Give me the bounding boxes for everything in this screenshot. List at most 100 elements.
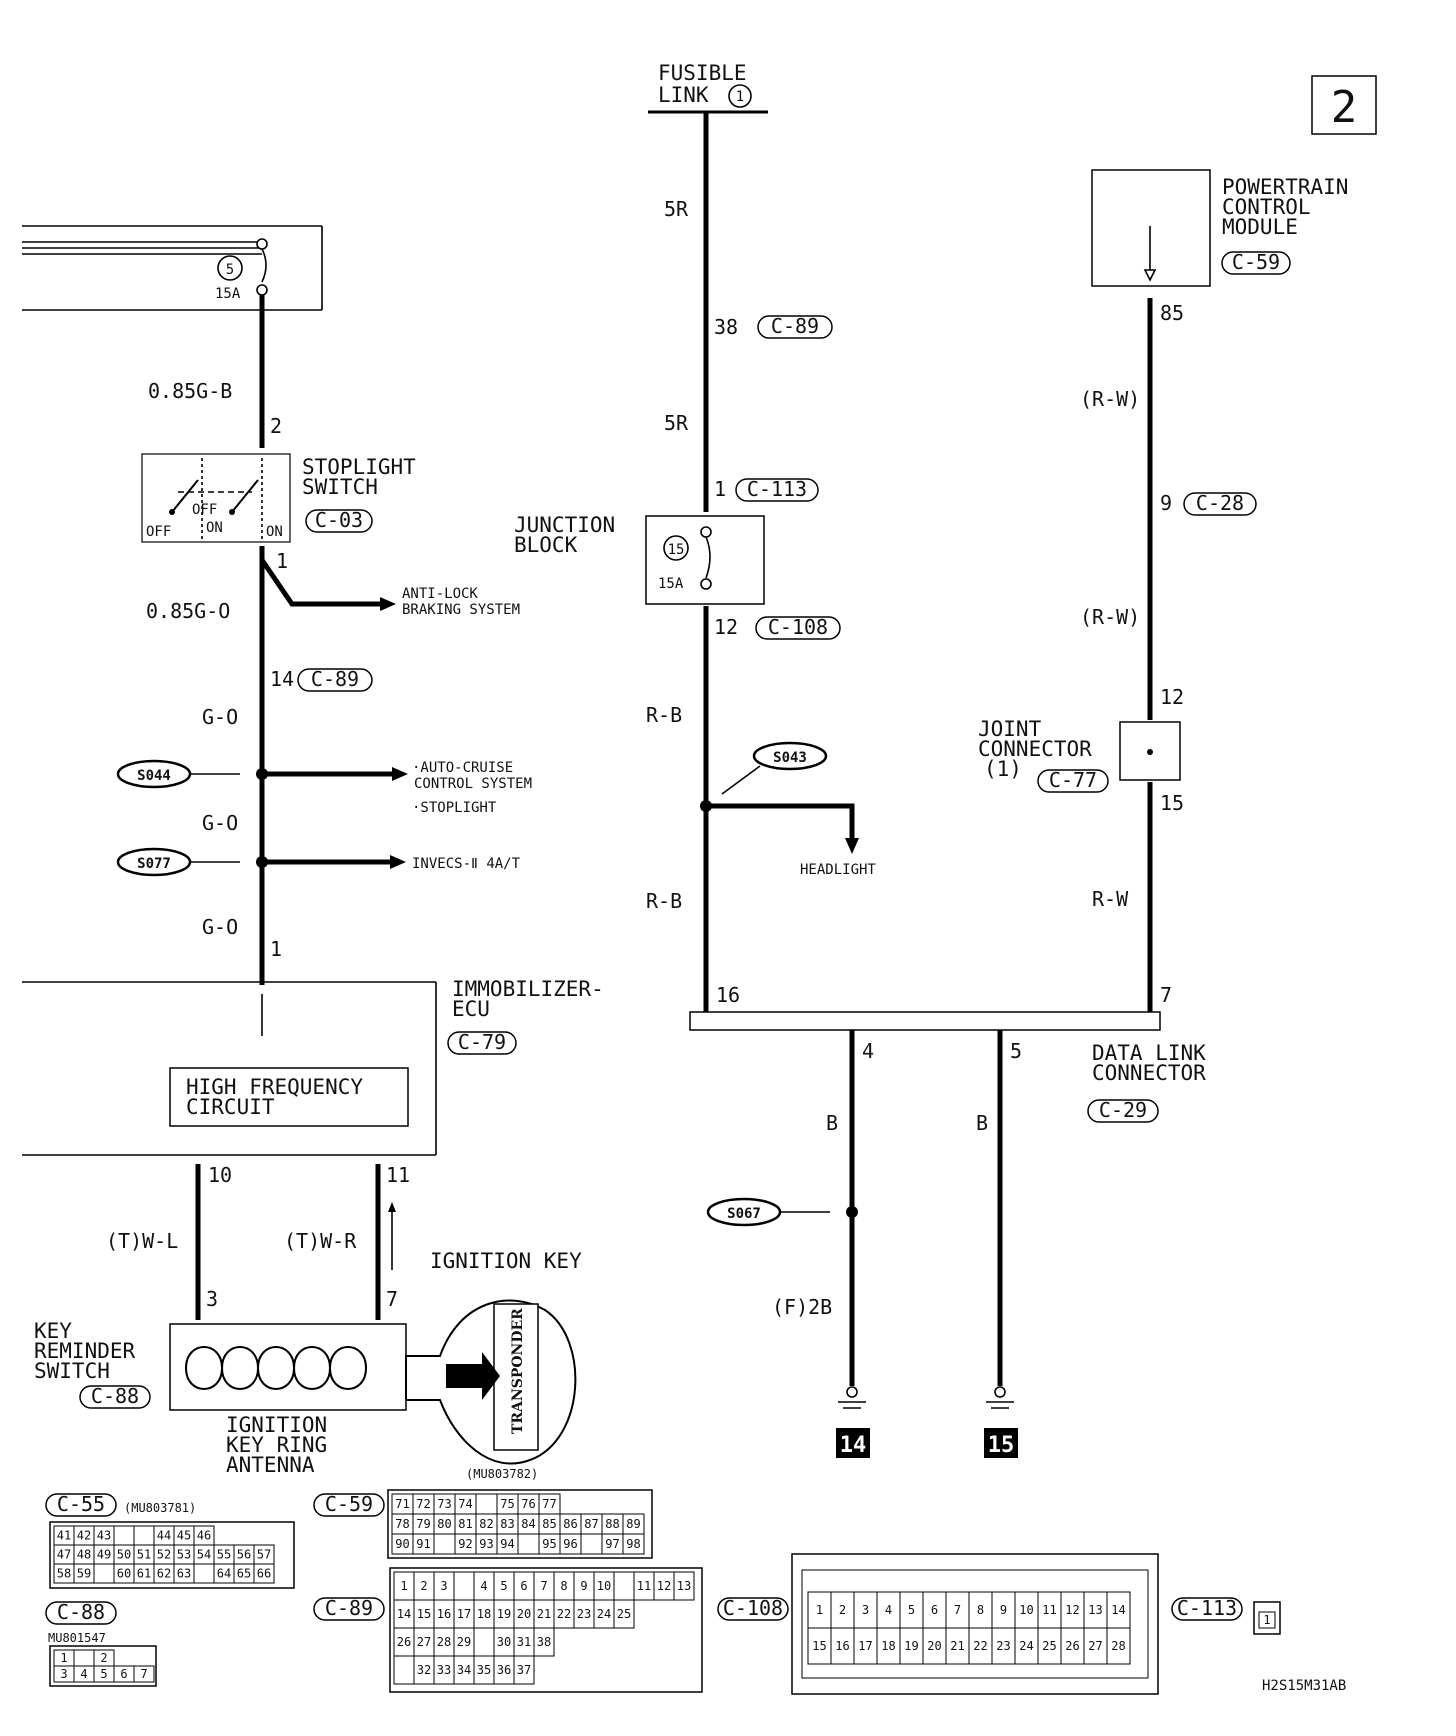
fusible-link-number-circle (728, 84, 752, 108)
pin-number: 3 (60, 1667, 67, 1681)
pin-number: 18 (881, 1639, 895, 1653)
pin-cell (433, 1533, 456, 1555)
connector-c79-pill (447, 1031, 517, 1055)
pin-number: 7 (140, 1667, 147, 1681)
switch-pivot-left (169, 509, 175, 515)
pin-10: 10 (208, 1163, 232, 1187)
connector-c03: C-03 (315, 508, 363, 532)
hf-label-2: CIRCUIT (186, 1095, 275, 1119)
stoplight-switch-label-1: STOPLIGHT (302, 455, 416, 479)
pin-number: 81 (458, 1517, 472, 1531)
pin-number: 86 (563, 1517, 577, 1531)
switch-off-left: OFF (146, 524, 171, 540)
pin-number: 55 (217, 1548, 231, 1562)
pin-number: 30 (497, 1635, 511, 1649)
pcm-internal-arrow (1143, 269, 1157, 282)
splice-s077-label: S077 (137, 856, 171, 872)
pin-number: 27 (417, 1635, 431, 1649)
pin-number: 51 (137, 1548, 151, 1562)
pin-number: 7 (954, 1603, 961, 1617)
pin-number: 80 (437, 1517, 451, 1531)
pin-cell (393, 1655, 415, 1685)
pin-number: 57 (257, 1548, 271, 1562)
dest-abs-2: BRAKING SYSTEM (402, 602, 520, 618)
fuse-rating: 15A (215, 286, 241, 302)
page-number: 2 (1331, 82, 1358, 133)
pin-number: 32 (417, 1663, 431, 1677)
arrow-headlight (845, 838, 859, 854)
pin-number: 12 (1065, 1603, 1079, 1617)
junction-label-1: JUNCTION (514, 513, 615, 537)
pin-number: 22 (973, 1639, 987, 1653)
pin-number: 48 (77, 1548, 91, 1562)
connector-c79: C-79 (458, 1030, 506, 1054)
pin-number: 74 (458, 1497, 472, 1511)
pin-number: 10 (597, 1579, 611, 1593)
ignition-key-label: IGNITION KEY (430, 1249, 582, 1273)
pcm-label-1: POWERTRAIN (1222, 175, 1348, 199)
pin-number: 36 (497, 1663, 511, 1677)
pin-number: 5 (500, 1579, 507, 1593)
connector-c108-b: C-108 (723, 1596, 783, 1620)
fusible-link-label-1: FUSIBLE (658, 61, 747, 85)
pin-number: 24 (597, 1607, 611, 1621)
pin-cell (453, 1571, 475, 1601)
fusible-link-label-2: LINK (658, 83, 709, 107)
pin-number: 42 (77, 1529, 91, 1543)
stoplight-switch-box (141, 453, 291, 543)
switch-contact-right (231, 479, 259, 513)
pin-14: 14 (270, 667, 294, 691)
pin-11: 11 (386, 1163, 410, 1187)
connector-c88-b: C-88 (57, 1600, 105, 1624)
antenna-label-3: ANTENNA (226, 1453, 315, 1477)
connector-c113-b-pill (1171, 1597, 1243, 1621)
pin-number: 50 (117, 1548, 131, 1562)
ground-14-label: 14 (840, 1433, 867, 1458)
connector-c55: C-55 (57, 1492, 105, 1516)
pin-number: 24 (1019, 1639, 1033, 1653)
pin-number: 16 (835, 1639, 849, 1653)
pin-number: 90 (395, 1537, 409, 1551)
pin-number: 17 (858, 1639, 872, 1653)
pin-cell (622, 1533, 645, 1555)
dest-stoplight: ·STOPLIGHT (412, 800, 497, 816)
pin-number: 53 (177, 1548, 191, 1562)
pin-number: 20 (517, 1607, 531, 1621)
dest-abs-1: ANTI-LOCK (402, 586, 478, 602)
pin-cell (1258, 1611, 1276, 1629)
pin-number: 28 (437, 1635, 451, 1649)
connector-c77-pill (1037, 769, 1109, 793)
connector-c28-pill (1183, 492, 1257, 516)
pin-number: 23 (996, 1639, 1010, 1653)
pin-number: 21 (537, 1607, 551, 1621)
pin-number: 6 (520, 1579, 527, 1593)
data-link-connector-box (689, 1011, 1161, 1031)
wire-label-go-3: G-O (202, 915, 238, 939)
pin-number: 78 (395, 1517, 409, 1531)
pin-number: 94 (500, 1537, 514, 1551)
pin-number: 56 (237, 1548, 251, 1562)
pin-number: 13 (1088, 1603, 1102, 1617)
pin-number: 10 (1019, 1603, 1033, 1617)
wire-label-rw-3: R-W (1092, 887, 1129, 911)
pin-number: 26 (1065, 1639, 1079, 1653)
transponder-box (493, 1303, 539, 1451)
antenna-coil (185, 1346, 368, 1390)
splice-dot-s067 (846, 1206, 858, 1218)
pin-cell (473, 1627, 495, 1657)
connector-c89-a-pill (297, 668, 373, 692)
switch-pivot-right (229, 509, 235, 515)
jb-fuse-element (705, 536, 711, 579)
ground-14-terminal (846, 1386, 858, 1398)
splice-s044-label: S044 (137, 768, 171, 784)
wire-label-twr: (T)W-R (284, 1229, 357, 1253)
wire-label-5r-2: 5R (664, 411, 689, 435)
pin-cell (673, 1571, 695, 1601)
pin-cell (193, 1563, 215, 1584)
transponder-label: TRANSPONDER (510, 1308, 526, 1434)
pin-number: 41 (57, 1529, 71, 1543)
pin-38: 38 (714, 315, 738, 339)
connector-c88-a-pill (79, 1385, 151, 1409)
connector-c89-b-pill (757, 315, 833, 339)
